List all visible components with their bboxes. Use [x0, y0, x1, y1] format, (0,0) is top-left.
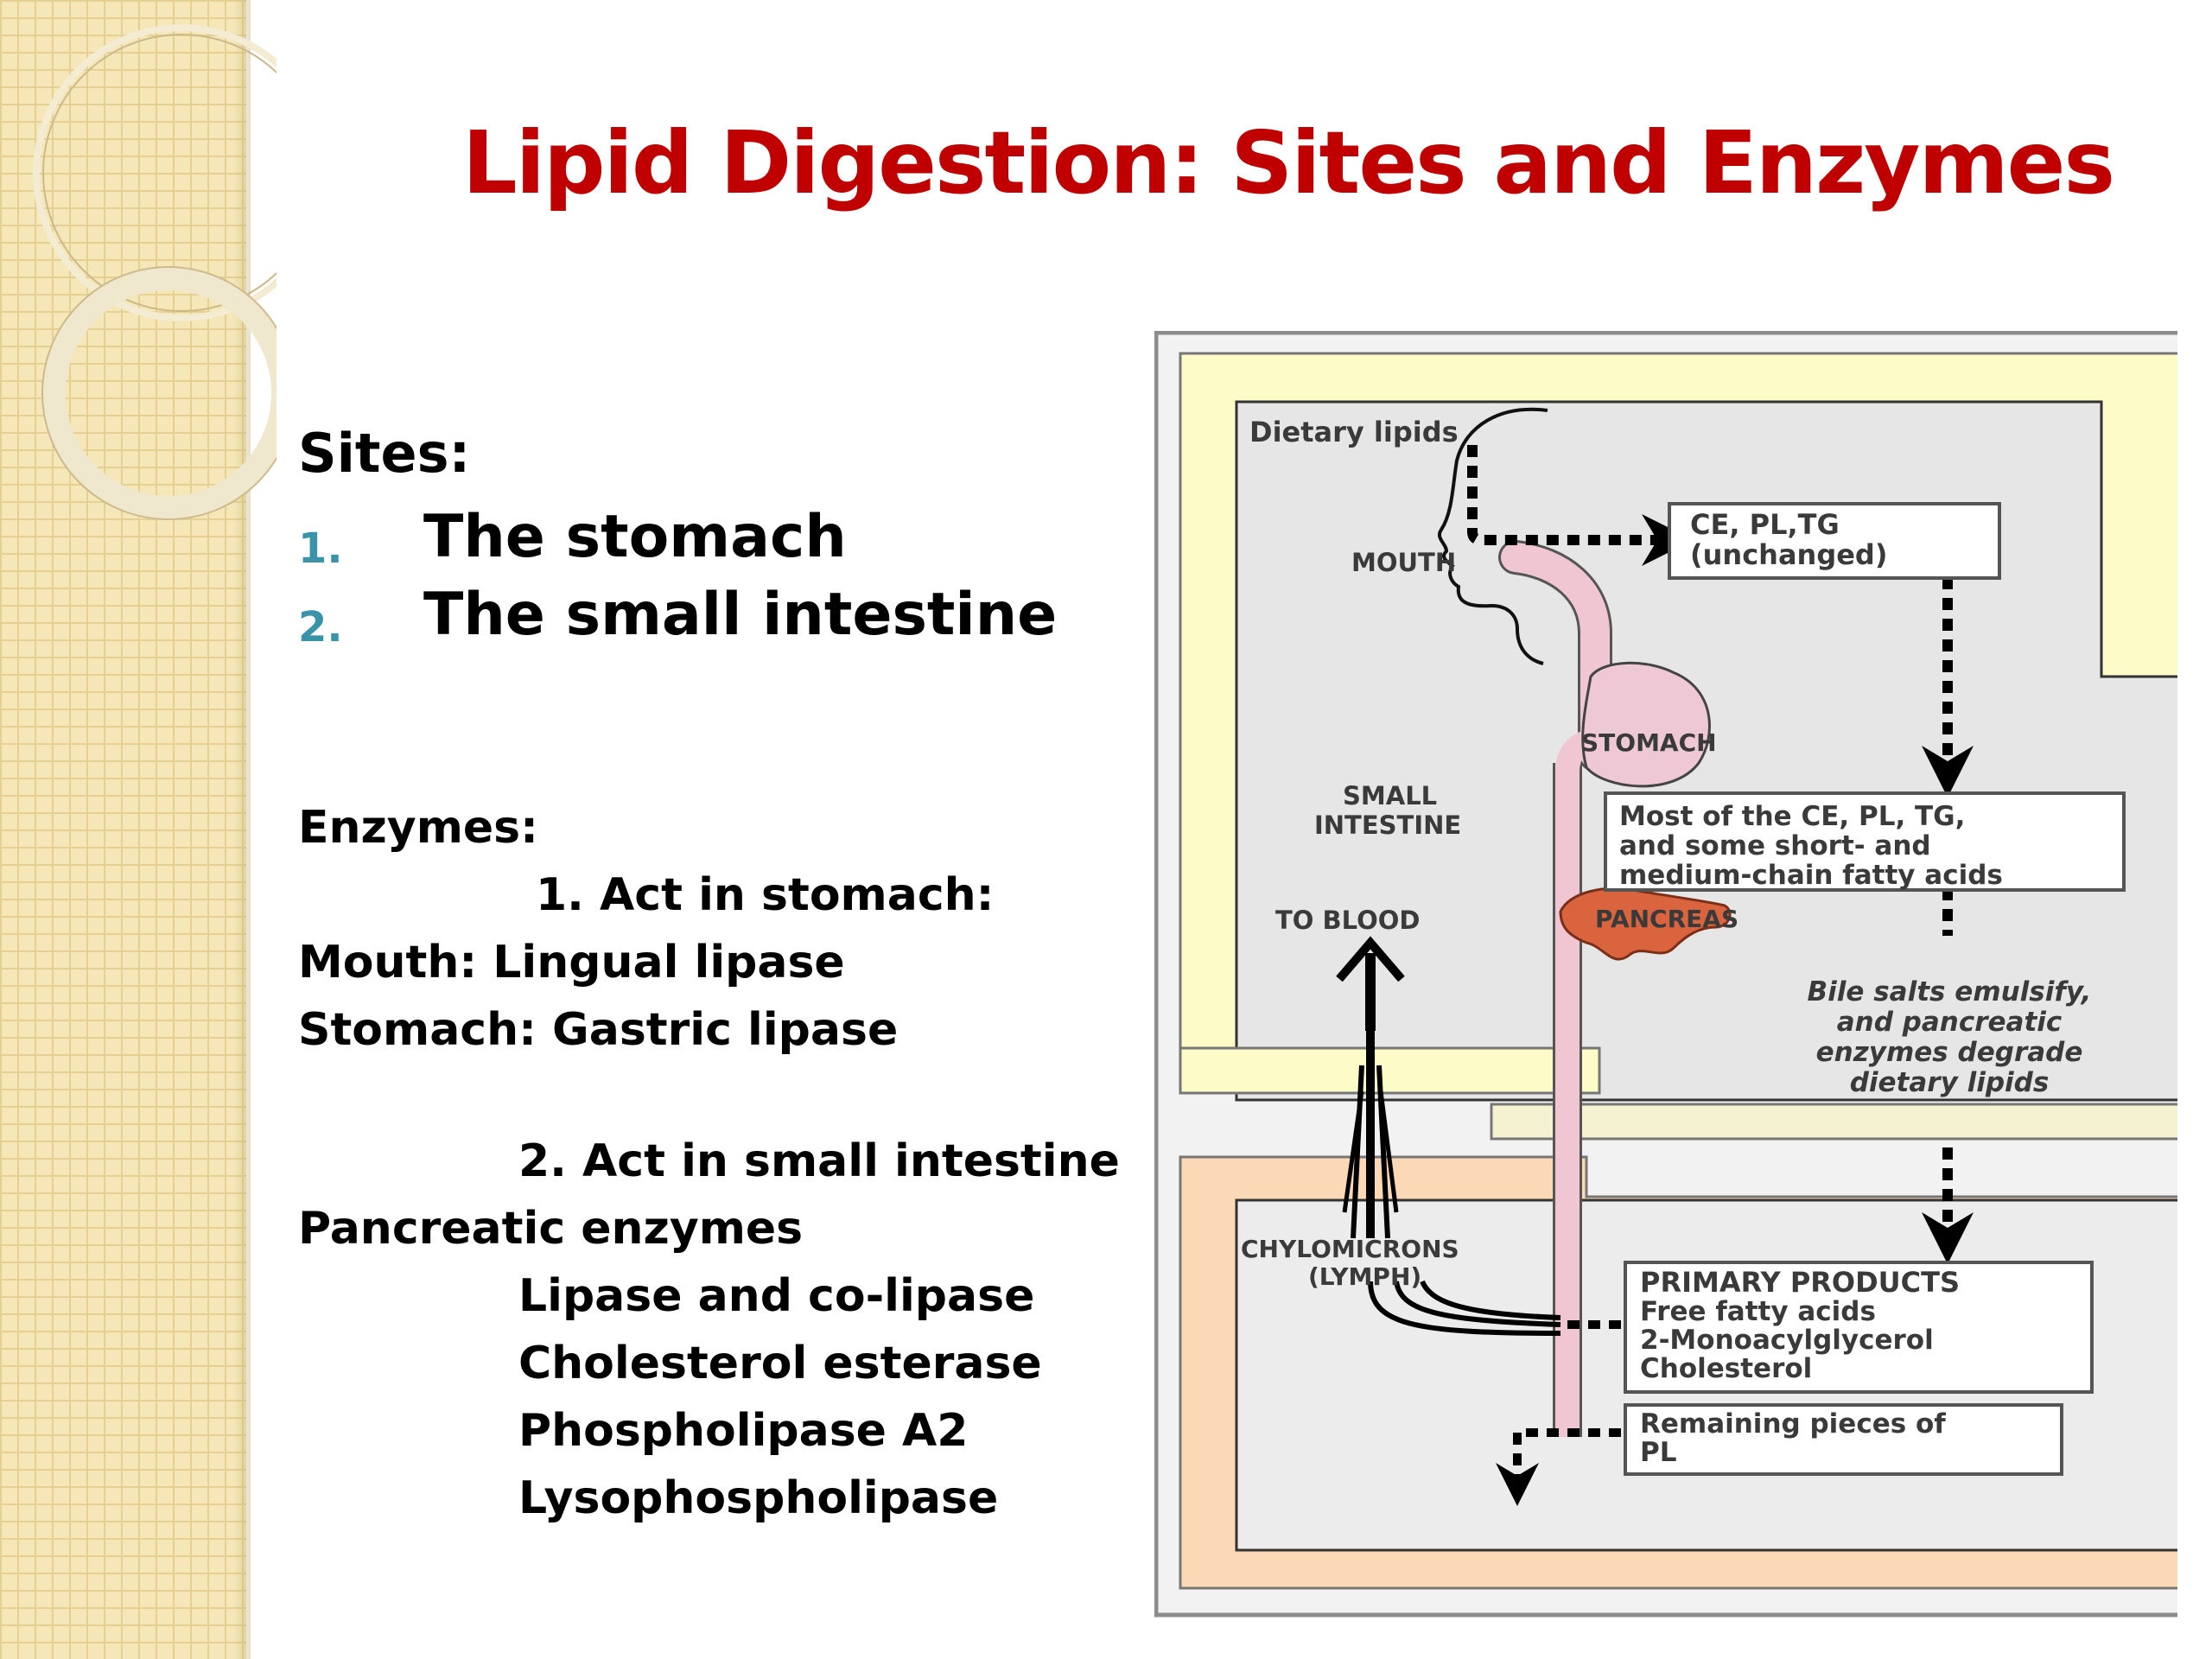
most-box-line-2: and some short- and	[1619, 830, 1931, 861]
primary-product-item: Cholesterol	[1640, 1353, 1812, 1384]
small-intestine-label-2: INTESTINE	[1314, 810, 1461, 840]
mouth-enzyme-line: Mouth: Lingual lipase	[298, 937, 845, 988]
site-number-2: 2.	[298, 603, 343, 652]
head-profile-icon	[1437, 407, 1548, 665]
upper-shelf	[1179, 1046, 1601, 1095]
most-box-line-3: medium-chain fatty acids	[1619, 860, 2003, 891]
chylomicrons-label: CHYLOMICRONS	[1241, 1235, 1459, 1263]
remaining-pieces-line-1: Remaining pieces of	[1640, 1408, 1946, 1440]
unchanged-line-1: CE, PL,TG	[1690, 508, 1840, 541]
chylomicron-curve	[1394, 1281, 1561, 1327]
stomach-label: STOMACH	[1581, 728, 1717, 757]
pancreatic-enzyme-item: Lipase and co-lipase	[518, 1270, 1035, 1322]
site-number-1: 1.	[298, 524, 343, 573]
chylomicron-curve	[1368, 1281, 1561, 1336]
chylomicron-curve	[1420, 1280, 1561, 1320]
most-lipids-box	[1604, 791, 2126, 892]
bile-note-line-1: Bile salts emulsify,	[1808, 976, 2092, 1007]
pancreatic-enzyme-item: Cholesterol esterase	[518, 1338, 1042, 1389]
lipid-digestion-diagram: Dietary lipids MOUTH CE, PL,TG (unchange…	[1154, 331, 2177, 1618]
esophagus	[1501, 543, 1610, 769]
pancreatic-enzyme-item: Phospholipase A2	[518, 1405, 969, 1457]
remaining-pieces-line-2: PL	[1640, 1437, 1676, 1468]
remaining-pieces-box	[1624, 1403, 2063, 1476]
arrow-to-unchanged	[1467, 445, 1694, 566]
primary-products-box	[1624, 1261, 2094, 1394]
pancreatic-enzymes-heading: Pancreatic enzymes	[298, 1203, 804, 1255]
primary-products-heading: PRIMARY PRODUCTS	[1640, 1266, 1960, 1299]
bile-note-line-4: dietary lipids	[1850, 1067, 2050, 1098]
mouth-label: MOUTH	[1351, 548, 1456, 577]
bile-note-line-3: enzymes degrade	[1816, 1037, 2083, 1068]
primary-product-item: 2-Monoacylglycerol	[1640, 1325, 1934, 1356]
dietary-lipids-label: Dietary lipids	[1249, 416, 1459, 448]
to-blood-arrow-icon	[1336, 936, 1405, 982]
sites-heading: Sites:	[298, 422, 471, 485]
site-item-stomach: The stomach	[423, 503, 847, 571]
enzymes-heading: Enzymes:	[298, 802, 538, 854]
stomach-icon	[1581, 661, 1711, 788]
pancreas-label: PANCREAS	[1595, 905, 1738, 933]
arrow-remaining-down	[1496, 1428, 1621, 1506]
unchanged-line-2: (unchanged)	[1690, 538, 1887, 571]
primary-product-item: Free fatty acids	[1640, 1296, 1876, 1327]
middle-shelf	[1490, 1103, 2177, 1141]
slide-title: Lipid Digestion: Sites and Enzymes	[462, 112, 2115, 213]
pancreatic-enzyme-item: Lysophospholipase	[518, 1472, 999, 1524]
to-blood-label: TO BLOOD	[1275, 906, 1420, 935]
lymph-label: (LYMPH)	[1308, 1262, 1421, 1291]
bile-note-line-2: and pancreatic	[1837, 1007, 2063, 1038]
enzymes-group2-heading: 2. Act in small intestine	[518, 1135, 1120, 1187]
small-intestine-label-1: SMALL	[1343, 781, 1437, 810]
side-band-shadow	[233, 0, 251, 1659]
decorative-rings-icon	[33, 24, 276, 520]
most-box-line-1: Most of the CE, PL, TG,	[1619, 801, 1965, 832]
site-item-small-intestine: The small intestine	[423, 581, 1058, 649]
enzymes-group1-heading: 1. Act in stomach:	[536, 869, 995, 921]
unchanged-box	[1668, 502, 2001, 580]
stomach-enzyme-line: Stomach: Gastric lipase	[298, 1004, 899, 1056]
